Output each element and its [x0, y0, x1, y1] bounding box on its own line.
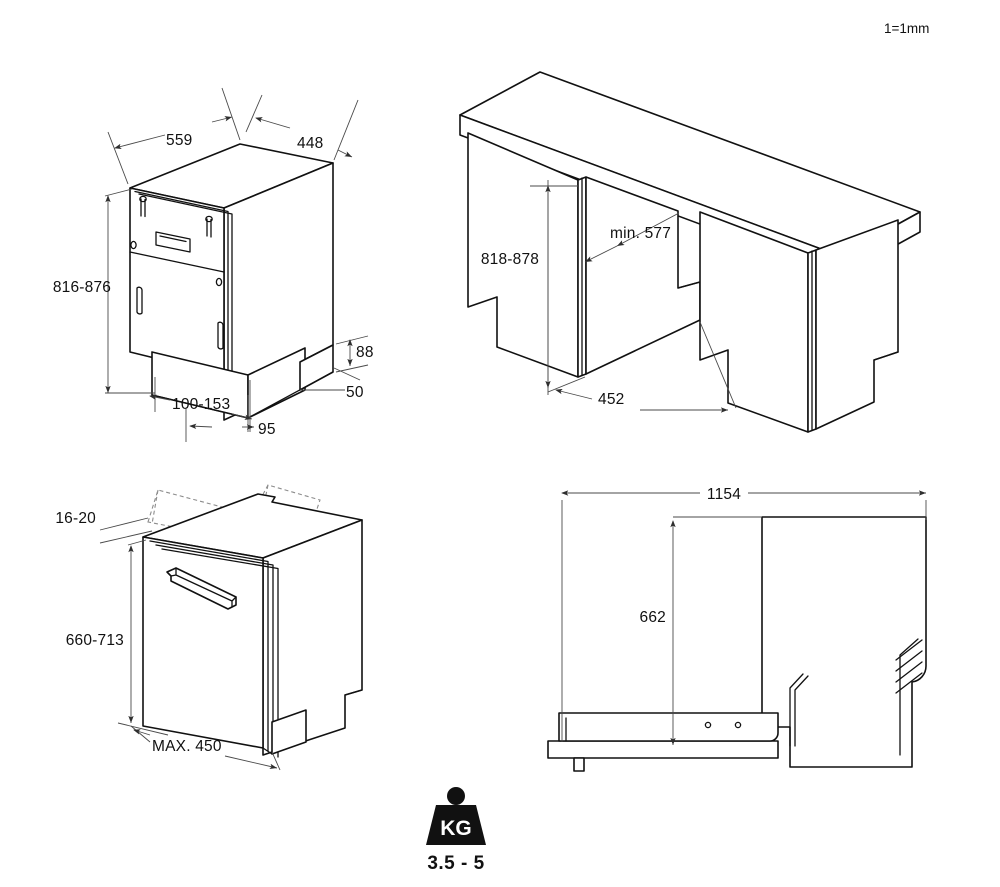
niche-step-line — [677, 281, 701, 289]
dimline-448-right — [337, 149, 353, 158]
dim-label-660-713: 660-713 — [66, 632, 124, 649]
ext-448-a — [333, 99, 359, 161]
ext-16-20-a — [99, 517, 149, 531]
dimline-452-left — [555, 388, 593, 400]
open-door-body-outline — [761, 516, 927, 768]
dimline-448-left — [255, 117, 291, 129]
decor-plinth-join — [262, 747, 273, 755]
dimline-100-left — [149, 394, 171, 401]
door-handle-detail — [170, 567, 237, 608]
control-knob-left-icon — [139, 195, 147, 203]
door-foot-icon — [573, 757, 585, 772]
weight-badge: KG 3.5 - 5 — [426, 787, 486, 874]
view-open-door-side: 1154 662 — [547, 486, 927, 772]
plinth-right-return — [247, 347, 306, 419]
dim-label-816-876: 816-876 — [53, 279, 111, 296]
door-hole-b-icon — [734, 721, 742, 729]
leader-min-577-b — [584, 245, 618, 263]
dimline-559-left — [114, 134, 166, 150]
scale-note: 1=1mm — [884, 21, 929, 36]
ext-559-a — [107, 131, 129, 185]
dim-label-452: 452 — [598, 391, 624, 408]
door-hole-left-icon — [130, 240, 137, 250]
decor-panel-edge-3 — [161, 548, 279, 758]
weight-body-icon — [426, 805, 486, 845]
door-slot-right-icon — [217, 321, 224, 350]
ext-448-b — [245, 94, 263, 133]
ext-max450-b — [271, 751, 281, 771]
ext-660-top — [127, 539, 147, 546]
door-hole-a-icon — [704, 721, 712, 729]
dim-label-50: 50 — [346, 384, 364, 401]
dim-label-88: 88 — [356, 344, 374, 361]
dimline-559-right — [211, 116, 233, 123]
dimline-max450-left — [133, 729, 151, 736]
dim-label-100-153: 100-153 — [172, 396, 230, 413]
dimline-max450-right — [224, 755, 278, 770]
ext-16-20-b — [99, 530, 153, 544]
ext-452-b — [699, 321, 737, 409]
dim-label-559: 559 — [166, 132, 192, 149]
decor-panel-edge-1 — [149, 540, 269, 752]
spray-tube-icon — [899, 638, 919, 756]
ext-88-a — [335, 335, 369, 345]
spray-fins-icon — [895, 639, 923, 694]
door-slot-left-icon — [136, 286, 143, 315]
decor-panel-face — [142, 536, 264, 749]
ext-816-top — [104, 188, 133, 197]
front-panel-edge-2 — [138, 193, 233, 381]
dim-label-min-577: min. 577 — [610, 225, 671, 242]
dim-label-max-450: MAX. 450 — [152, 738, 222, 755]
door-hole-right-icon — [215, 277, 223, 287]
dim-label-448: 448 — [297, 135, 323, 152]
dimline-100-right — [231, 413, 253, 420]
control-display-line — [159, 235, 187, 243]
cabinet-right-side — [815, 219, 899, 430]
base-ground-line — [247, 371, 334, 419]
body-right-step — [344, 689, 363, 696]
decor-plinth — [271, 709, 307, 755]
front-panel-edge-1 — [134, 190, 229, 379]
weight-unit-label: KG — [440, 817, 472, 840]
control-knob-right-icon — [205, 215, 213, 223]
open-door-lower-slab — [547, 740, 779, 759]
dim-label-16-20: 16-20 — [55, 510, 96, 527]
view-decor-panel: 16-20 660-713 MAX. 450 — [55, 484, 363, 771]
cabinet-right-step — [873, 351, 899, 361]
open-door-upper-slab — [558, 712, 779, 742]
dimline-95-left — [189, 423, 213, 429]
weight-value-label: 3.5 - 5 — [427, 853, 484, 874]
decor-panel-edge-2 — [155, 544, 274, 755]
ext-452-a — [547, 376, 586, 393]
control-display-icon — [155, 231, 191, 253]
dim-label-818-878: 818-878 — [481, 251, 539, 268]
ext-559-b — [221, 87, 241, 141]
weight-handle-icon — [447, 787, 465, 805]
control-panel-split — [129, 251, 225, 273]
dim-label-662: 662 — [640, 609, 666, 626]
ext-88-b — [335, 364, 369, 373]
dim-label-1154: 1154 — [707, 486, 741, 503]
leader-min-577 — [616, 212, 680, 247]
dim-label-95: 95 — [258, 421, 276, 438]
hinge-arm-icon — [789, 673, 809, 747]
view-front-isometric: 559 448 816-876 100-153 95 — [53, 87, 374, 442]
ext-660-bottom — [117, 722, 169, 736]
view-cabinet-niche: 818-878 min. 577 452 — [459, 71, 921, 433]
ext-50-b — [333, 367, 361, 381]
